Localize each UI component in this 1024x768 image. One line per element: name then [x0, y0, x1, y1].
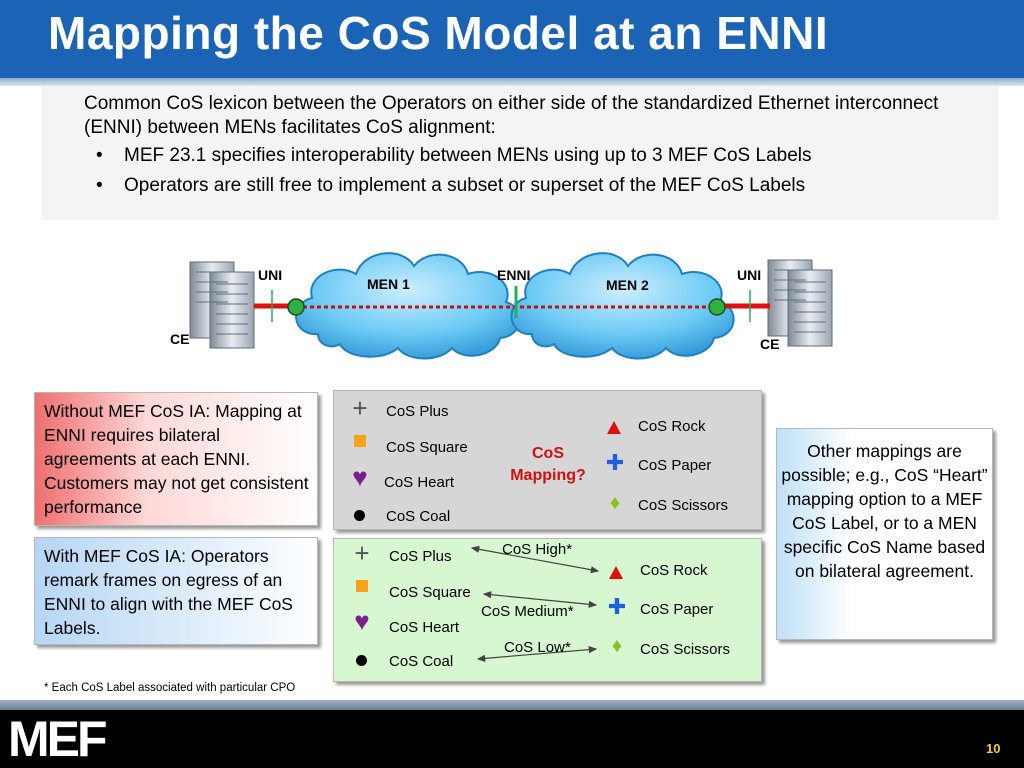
title-divider — [0, 78, 1024, 86]
cos-paper-label: CoS Paper — [640, 601, 714, 618]
cos-square-label: CoS Square — [389, 584, 471, 601]
cos-mapping-line1: CoS — [532, 445, 564, 462]
cos-plus-label: CoS Plus — [389, 548, 452, 565]
ce-label-right: CE — [760, 336, 779, 352]
plus-icon: + — [354, 538, 370, 568]
cos-scissors-label: CoS Scissors — [640, 641, 731, 658]
uni-label-right: UNI — [737, 267, 761, 283]
intro-paragraph: Common CoS lexicon between the Operators… — [84, 93, 939, 138]
with-ia-box: With MEF CoS IA: Operators remark frames… — [34, 537, 318, 645]
title-bar — [0, 0, 1024, 78]
mapping-with-ia-panel: + CoS Plus CoS Square ♥ CoS Heart CoS Co… — [333, 538, 762, 682]
cos-coal-label: CoS Coal — [389, 653, 454, 670]
cos-medium-label: CoS Medium* — [481, 603, 574, 620]
other-mappings-text: Other mappings are possible; e.g., CoS “… — [781, 441, 988, 581]
cos-paper-label: CoS Paper — [638, 457, 712, 474]
bullet-item: • Operators are still free to implement a… — [84, 174, 984, 198]
triangle-icon — [609, 566, 623, 579]
page-number: 10 — [986, 741, 1001, 756]
mef-logo-text: MEF — [8, 712, 106, 764]
diamond-icon: ♦ — [611, 635, 623, 657]
other-mappings-box: Other mappings are possible; e.g., CoS “… — [776, 428, 993, 640]
diamond-icon: ♦ — [609, 492, 621, 514]
bullet-text: MEF 23.1 specifies interoperability betw… — [124, 145, 812, 166]
cos-mapping-line2: Mapping? — [510, 467, 586, 484]
men1-cloud-icon — [295, 252, 521, 360]
cross-icon: ✚ — [607, 594, 627, 619]
network-diagram: UNI UNI ENNI MEN 1 MEN 2 CE CE — [170, 252, 833, 360]
footer-bar — [0, 710, 1024, 768]
cos-scissors-label: CoS Scissors — [638, 497, 729, 514]
square-icon — [356, 580, 368, 592]
men1-label: MEN 1 — [367, 276, 410, 292]
mapping-without-ia-panel: + CoS Plus CoS Square ♥ CoS Heart CoS Co… — [333, 390, 762, 530]
cos-rock-label: CoS Rock — [638, 418, 706, 435]
circle-icon — [356, 655, 367, 666]
high-mapping-arrow — [470, 545, 600, 574]
cos-heart-label: CoS Heart — [389, 619, 460, 636]
ce-building-left-icon — [189, 261, 255, 349]
bullet-text: Operators are still free to implement a … — [124, 175, 806, 196]
without-ia-text: Without MEF CoS IA: Mapping at ENNI requ… — [44, 401, 309, 517]
without-ia-box: Without MEF CoS IA: Mapping at ENNI requ… — [34, 392, 318, 526]
plus-icon: + — [352, 393, 368, 423]
cos-coal-label: CoS Coal — [386, 508, 451, 525]
cos-plus-label: CoS Plus — [386, 403, 449, 420]
heart-icon: ♥ — [352, 462, 368, 492]
uni-node-left-icon — [287, 298, 305, 316]
enni-label: ENNI — [497, 267, 530, 283]
men2-label: MEN 2 — [606, 277, 649, 293]
square-icon — [354, 435, 366, 447]
with-ia-text: With MEF CoS IA: Operators remark frames… — [44, 546, 293, 638]
mef-logo: MEF — [8, 712, 109, 764]
cos-heart-label: CoS Heart — [384, 474, 455, 491]
uni-label-left: UNI — [258, 267, 282, 283]
cross-icon: ✚ — [605, 450, 625, 475]
bullet-item: • MEF 23.1 specifies interoperability bet… — [84, 144, 984, 168]
footer-divider — [0, 700, 1024, 710]
triangle-icon — [607, 421, 621, 434]
heart-icon: ♥ — [354, 606, 370, 636]
cos-high-label: CoS High* — [502, 541, 573, 558]
intro-block: Common CoS lexicon between the Operators… — [84, 92, 984, 198]
bullet-marker: • — [96, 175, 103, 196]
slide-title: Mapping the CoS Model at an ENNI — [48, 7, 829, 59]
cos-low-label: CoS Low* — [504, 639, 571, 656]
cos-square-label: CoS Square — [386, 439, 468, 456]
circle-icon — [354, 510, 365, 521]
cos-rock-label: CoS Rock — [640, 562, 708, 579]
ce-label-left: CE — [170, 331, 189, 347]
ce-building-right-icon — [767, 259, 833, 347]
cos-mapping-question: CoS Mapping? — [500, 443, 596, 487]
mapping-arrows — [470, 545, 600, 662]
intro-panel — [42, 86, 998, 220]
low-mapping-arrow — [476, 646, 598, 662]
bullet-marker: • — [96, 145, 103, 166]
footnote: * Each CoS Label associated with particu… — [44, 682, 296, 694]
medium-mapping-arrow — [482, 591, 598, 608]
uni-node-right-icon — [708, 298, 726, 316]
